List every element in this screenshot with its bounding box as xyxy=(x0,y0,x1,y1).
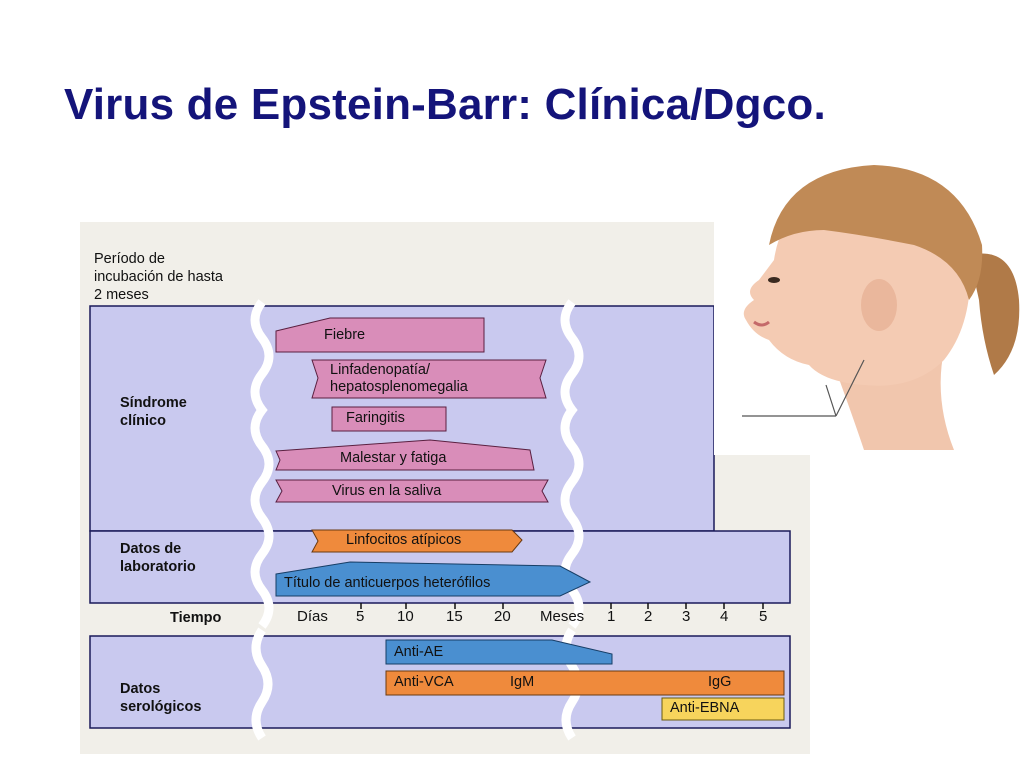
label-serology: Datos serológicos xyxy=(120,681,202,715)
bar-anti-vca xyxy=(385,670,785,696)
hair xyxy=(769,165,983,300)
label-lab: Datos de laboratorio xyxy=(120,541,196,575)
pointer-line-diagonal-a xyxy=(835,359,865,417)
tick-day-15: 15 xyxy=(446,608,463,625)
bar-pharyngitis xyxy=(331,406,447,432)
label-clinical: Síndrome clínico xyxy=(120,395,187,429)
ponytail xyxy=(969,253,1020,375)
bar-label-atypical: Linfocitos atípicos xyxy=(346,532,462,548)
tick-day-5: 5 xyxy=(356,608,365,625)
break-line-left-serology xyxy=(251,627,273,741)
bar-saliva xyxy=(275,479,549,503)
pointer-line-diagonal-b xyxy=(825,384,837,417)
tick-month-2: 2 xyxy=(644,608,653,625)
ear xyxy=(861,279,897,331)
bar-malaise xyxy=(275,439,535,471)
lips xyxy=(753,320,770,327)
bar-label-igm: IgM xyxy=(510,674,535,690)
bar-fever xyxy=(275,317,485,353)
break-line-left xyxy=(250,299,274,629)
bar-label-pharyngitis: Faringitis xyxy=(346,410,405,426)
tick-day-20: 20 xyxy=(494,608,511,625)
slide-title: Virus de Epstein-Barr: Clínica/Dgco. xyxy=(64,80,826,129)
bar-anti-ae xyxy=(385,639,613,665)
bar-label-lymph: Linfadenopatía/ hepatosplenomegalia xyxy=(330,362,468,395)
bar-anti-ebna xyxy=(661,697,785,721)
label-time: Tiempo xyxy=(170,610,222,626)
bar-heterophile xyxy=(275,561,592,597)
tick-month-5: 5 xyxy=(759,608,768,625)
axis-days-label: Días xyxy=(297,608,328,625)
bar-label-malaise: Malestar y fatiga xyxy=(340,450,447,466)
child-head-illustration xyxy=(714,150,1024,455)
eye xyxy=(768,277,780,283)
bar-label-heterophile: Título de anticuerpos heterófilos xyxy=(284,575,491,591)
tick-day-10: 10 xyxy=(397,608,414,625)
bar-label-anti-ae: Anti-AE xyxy=(394,644,444,660)
bar-label-anti-ebna: Anti-EBNA xyxy=(670,700,740,716)
bar-label-fever: Fiebre xyxy=(324,327,366,343)
tick-month-4: 4 xyxy=(720,608,729,625)
axis-months-label: Meses xyxy=(540,608,585,625)
bar-label-saliva: Virus en la saliva xyxy=(332,483,442,499)
bar-lymph xyxy=(311,359,547,399)
label-incubation: Período de incubación de hasta 2 meses xyxy=(94,251,223,303)
bar-label-anti-vca: Anti-VCA xyxy=(394,674,454,690)
bar-atypical xyxy=(311,529,523,553)
bar-label-igg: IgG xyxy=(708,674,732,690)
tick-month-1: 1 xyxy=(607,608,616,625)
tick-month-3: 3 xyxy=(682,608,691,625)
